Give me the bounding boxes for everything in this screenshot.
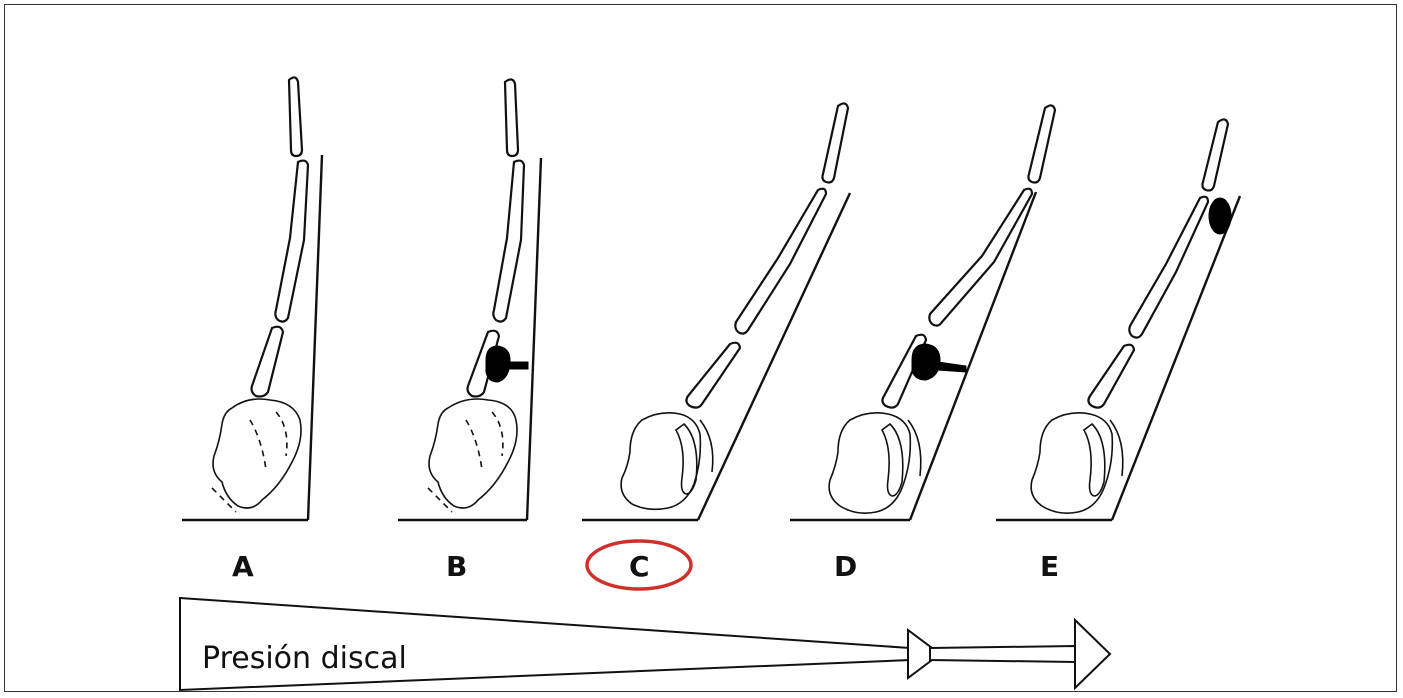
panel-c-drawing	[582, 103, 850, 520]
panel-label-c: C	[629, 550, 650, 583]
panel-label-d: D	[834, 550, 857, 583]
panel-b-drawing	[398, 79, 541, 520]
panel-label-e: E	[1040, 550, 1059, 583]
panel-a-drawing	[182, 77, 322, 520]
panel-label-a: A	[232, 550, 254, 583]
pressure-label: Presión discal	[202, 641, 407, 676]
panel-label-b: B	[446, 550, 467, 583]
